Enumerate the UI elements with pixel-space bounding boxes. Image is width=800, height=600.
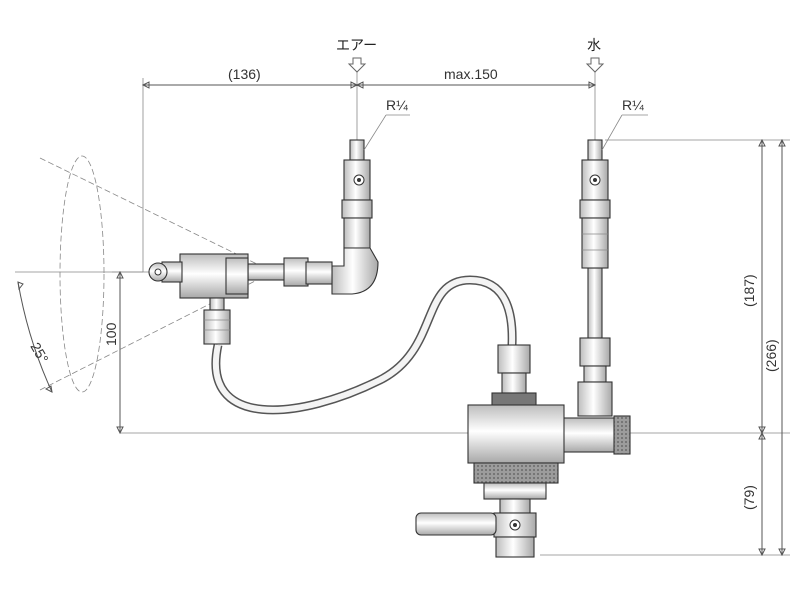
thread-water-label: R¼ xyxy=(622,97,644,113)
air-label: エアー xyxy=(336,38,377,54)
water-inlet-arrow-icon xyxy=(585,57,605,73)
water-label: 水 xyxy=(587,38,601,54)
dimension-lines xyxy=(15,60,790,557)
dim-136: (136) xyxy=(228,66,261,82)
dim-266: (266) xyxy=(763,339,779,372)
mixer-body xyxy=(415,404,565,558)
spray-cone xyxy=(17,155,266,393)
air-inlet-arrow-icon xyxy=(347,57,367,73)
thread-leaders xyxy=(363,114,648,151)
hose-line xyxy=(211,275,517,415)
water-pipe xyxy=(587,267,603,339)
mixer-inlet-fitting xyxy=(491,344,537,408)
nozzle-head xyxy=(148,253,249,345)
thread-air-label: R¼ xyxy=(386,97,408,113)
dim-187: (187) xyxy=(741,274,757,307)
dim-79: (79) xyxy=(741,485,757,510)
air-horizontal-fitting xyxy=(247,257,333,287)
water-valve-assembly xyxy=(555,139,631,455)
air-valve-assembly xyxy=(331,139,379,295)
dim-100: 100 xyxy=(103,322,119,346)
dim-max150: max.150 xyxy=(444,66,498,82)
inlet-arrows xyxy=(347,57,605,73)
angle-25: 25° xyxy=(27,340,51,366)
